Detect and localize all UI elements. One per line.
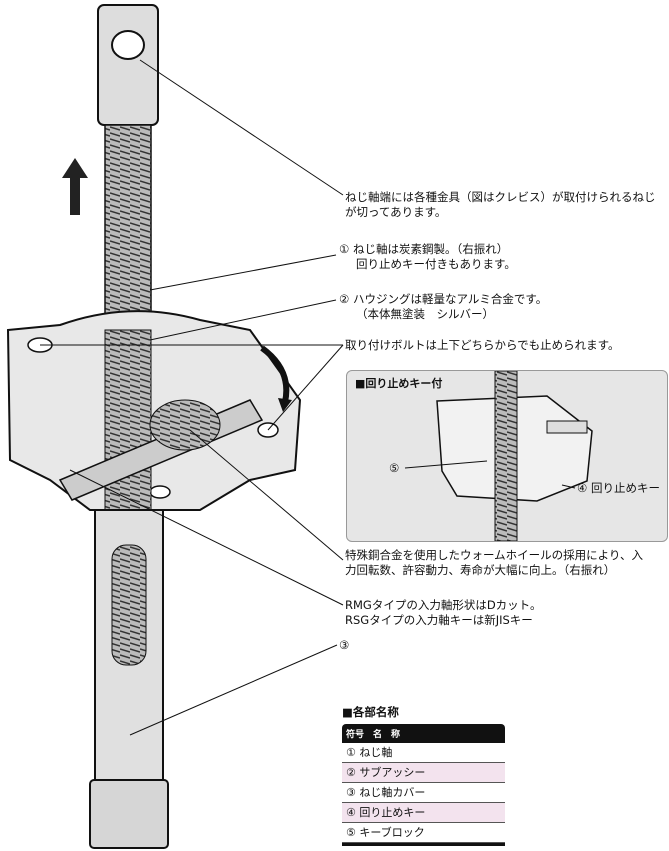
callout-line: ねじ軸端には各種金具（図はクレビス）が取付けられるねじ	[345, 190, 656, 204]
callout-line: RSGタイプの入力軸キーは新JISキー	[345, 613, 533, 627]
label-anti-rotation-key: ④ 回り止めキー	[577, 481, 660, 495]
table-row: ③ ねじ軸カバー	[342, 783, 505, 803]
callout-line: が切ってあります。	[345, 205, 447, 219]
parts-table-header: 符号 名 称	[342, 724, 505, 743]
input-shaft-callout: RMGタイプの入力軸形状はDカット。RSGタイプの入力軸キーは新JISキー	[345, 598, 541, 628]
housing-callout: ② ハウジングは軽量なアルミ合金です。（本体無塗装 シルバー）	[339, 292, 547, 322]
table-row: ④ 回り止めキー	[342, 803, 505, 823]
worm-wheel-callout: 特殊銅合金を使用したウォームホイールの採用により、入力回転数、許容動力、寿命が大…	[345, 548, 643, 578]
clevis-callout: ねじ軸端には各種金具（図はクレビス）が取付けられるねじが切ってあります。	[345, 190, 656, 220]
bolt-callout: 取り付けボルトは上下どちらからでも止められます。	[345, 338, 620, 352]
callout-line: 力回転数、許容動力、寿命が大幅に向上。（右振れ）	[345, 563, 616, 577]
parts-table-title: ■各部名称	[342, 705, 399, 719]
callout-line: RMGタイプの入力軸形状はDカット。	[345, 598, 542, 612]
table-row: ② サブアッシー	[342, 763, 505, 783]
parts-table: ■各部名称 符号 名 称 ① ねじ軸 ② サブアッシー ③ ねじ軸カバー ④ 回…	[342, 704, 505, 846]
callout-line: 特殊銅合金を使用したウォームホイールの採用により、入	[345, 548, 643, 562]
callout-line: ② ハウジングは軽量なアルミ合金です。	[339, 292, 548, 306]
inset-drawing	[404, 371, 593, 541]
anti-rotation-key-inset: ■回り止めキー付 ⑤ ④ 回り止めキー	[346, 370, 668, 542]
up-arrow-icon	[62, 158, 88, 215]
inset-title: ■回り止めキー付	[355, 377, 443, 390]
table-row: ⑤ キーブロック	[342, 823, 505, 843]
callout-line: 回り止めキー付きもあります。	[356, 257, 516, 271]
table-row: ① ねじ軸	[342, 743, 505, 763]
screw-callout: ① ねじ軸は炭素鋼製。（右振れ）回り止めキー付きもあります。	[339, 242, 516, 272]
cover-callout: ③	[339, 638, 350, 652]
callout-line: （本体無塗装 シルバー）	[356, 307, 494, 321]
table-footer-rule	[342, 843, 505, 846]
callout-line: ① ねじ軸は炭素鋼製。（右振れ）	[339, 242, 509, 256]
label-key-block: ⑤	[389, 461, 400, 475]
